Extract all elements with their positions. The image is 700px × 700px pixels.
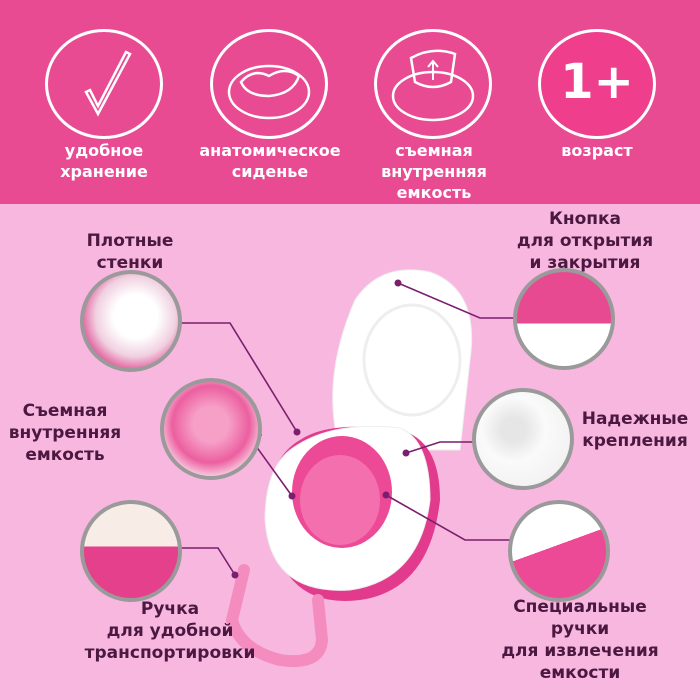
- checkmark-icon: [45, 29, 163, 139]
- detail-photo-walls: [80, 270, 182, 372]
- removable-bowl-icon: [374, 29, 492, 139]
- detail-photo-handle: [80, 500, 182, 602]
- feature-label-age: возраст: [561, 141, 633, 160]
- detail-photo-grips: [508, 500, 610, 602]
- leader-dots: [231, 279, 410, 579]
- detail-photo-fasteners: [472, 388, 574, 490]
- detail-photo-button: [513, 268, 615, 370]
- potty-product: [225, 269, 473, 667]
- age-badge-text: 1+: [560, 54, 634, 110]
- potty-seat-icon: [210, 29, 328, 139]
- age-badge-icon: 1+: [538, 29, 656, 139]
- detail-photo-inner-bowl: [160, 378, 262, 480]
